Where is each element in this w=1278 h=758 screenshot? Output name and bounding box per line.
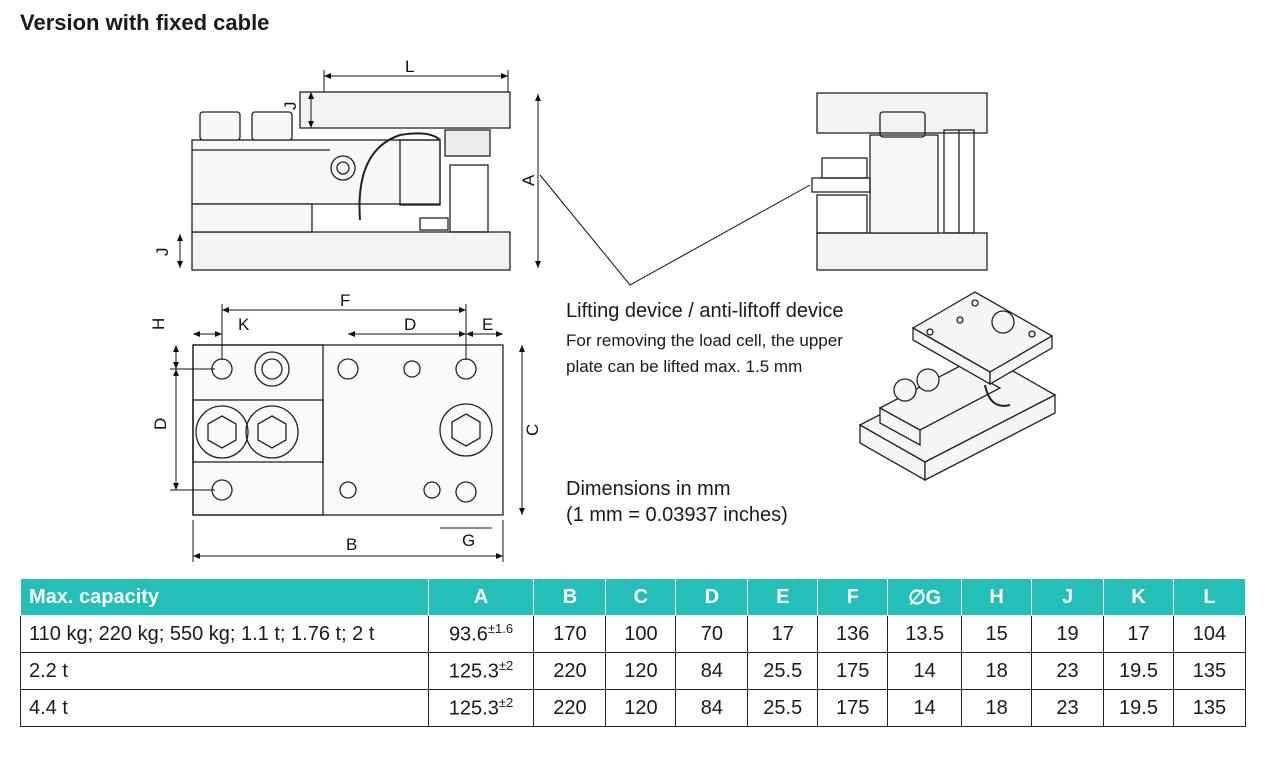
cell-K: 19.5 — [1103, 689, 1174, 727]
col-header-J: J — [1031, 578, 1105, 616]
cell-B: 220 — [533, 652, 607, 690]
dim-label-K: K — [238, 315, 250, 334]
cell-C: 120 — [605, 652, 677, 690]
dimensions-table: Max. capacity A B C D E F ∅G H J K L 110… — [20, 578, 1247, 727]
dim-label-J-bottom: J — [153, 248, 172, 257]
table-row: 2.2 t 125.3±2 220 120 84 25.5 175 14 18 … — [20, 652, 1247, 690]
table-header-row: Max. capacity A B C D E F ∅G H J K L — [20, 578, 1247, 616]
col-header-E: E — [747, 578, 819, 616]
cell-H: 15 — [961, 615, 1033, 653]
cell-F: 175 — [817, 652, 889, 690]
cell-K: 19.5 — [1103, 652, 1174, 690]
cell-E: 25.5 — [747, 689, 819, 727]
cell-L: 135 — [1172, 652, 1247, 690]
dim-label-J-top: J — [281, 102, 300, 111]
col-header-F: F — [817, 578, 889, 616]
col-header-C: C — [605, 578, 677, 616]
cell-J: 23 — [1031, 689, 1105, 727]
cell-E: 25.5 — [747, 652, 819, 690]
dim-label-D-side: D — [151, 418, 170, 430]
cell-capacity: 110 kg; 220 kg; 550 kg; 1.1 t; 1.76 t; 2… — [20, 615, 429, 653]
cell-G: 14 — [887, 689, 963, 727]
cell-H: 18 — [961, 689, 1033, 727]
lifting-device-line2: plate can be lifted max. 1.5 mm — [566, 357, 803, 376]
cell-C: 100 — [605, 615, 677, 653]
cell-capacity: 4.4 t — [20, 689, 429, 727]
cell-B: 220 — [533, 689, 607, 727]
cell-A: 125.3±2 — [427, 689, 535, 727]
col-header-L: L — [1172, 578, 1247, 616]
cell-H: 18 — [961, 652, 1033, 690]
dim-label-D-top: D — [404, 315, 416, 334]
cell-J: 19 — [1031, 615, 1105, 653]
col-header-K: K — [1103, 578, 1174, 616]
cell-L: 135 — [1172, 689, 1247, 727]
cell-D: 70 — [675, 615, 749, 653]
cell-B: 170 — [533, 615, 607, 653]
cell-F: 136 — [817, 615, 889, 653]
cell-A: 125.3±2 — [427, 652, 535, 690]
col-header-D: D — [675, 578, 749, 616]
dim-label-L: L — [405, 57, 414, 76]
end-view — [811, 92, 988, 271]
page-title: Version with fixed cable — [20, 10, 270, 35]
col-header-H: H — [961, 578, 1033, 616]
dimensions-conversion-note: (1 mm = 0.03937 inches) — [566, 504, 788, 526]
cell-J: 23 — [1031, 652, 1105, 690]
col-header-B: B — [533, 578, 607, 616]
lifting-device-line1: For removing the load cell, the upper — [566, 331, 843, 350]
cell-D: 84 — [675, 689, 749, 727]
dim-label-G: G — [462, 531, 475, 550]
cell-E: 17 — [747, 615, 819, 653]
lifting-device-title: Lifting device / anti-liftoff device — [566, 300, 844, 322]
cell-L: 104 — [1172, 615, 1247, 653]
cell-capacity: 2.2 t — [20, 652, 429, 690]
dimensions-note: Dimensions in mm — [566, 478, 731, 500]
technical-drawing: L J A J — [149, 57, 1057, 562]
cell-F: 175 — [817, 689, 889, 727]
col-header-G: ∅G — [887, 578, 963, 616]
cell-D: 84 — [675, 652, 749, 690]
top-view — [192, 344, 504, 516]
dim-label-F: F — [340, 291, 350, 310]
dim-label-B: B — [346, 535, 357, 554]
col-header-capacity: Max. capacity — [20, 578, 429, 616]
dim-label-A: A — [519, 174, 538, 186]
col-header-A: A — [427, 578, 535, 616]
table-row: 4.4 t 125.3±2 220 120 84 25.5 175 14 18 … — [20, 689, 1247, 727]
dim-label-C: C — [523, 424, 542, 436]
cell-C: 120 — [605, 689, 677, 727]
isometric-view — [858, 291, 1057, 482]
cell-G: 14 — [887, 652, 963, 690]
table-row: 110 kg; 220 kg; 550 kg; 1.1 t; 1.76 t; 2… — [20, 615, 1247, 653]
cell-A: 93.6±1.6 — [427, 615, 535, 653]
dim-label-E: E — [482, 315, 493, 334]
dim-label-H: H — [149, 318, 168, 330]
cell-K: 17 — [1103, 615, 1174, 653]
side-view — [191, 91, 511, 271]
cell-G: 13.5 — [887, 615, 963, 653]
